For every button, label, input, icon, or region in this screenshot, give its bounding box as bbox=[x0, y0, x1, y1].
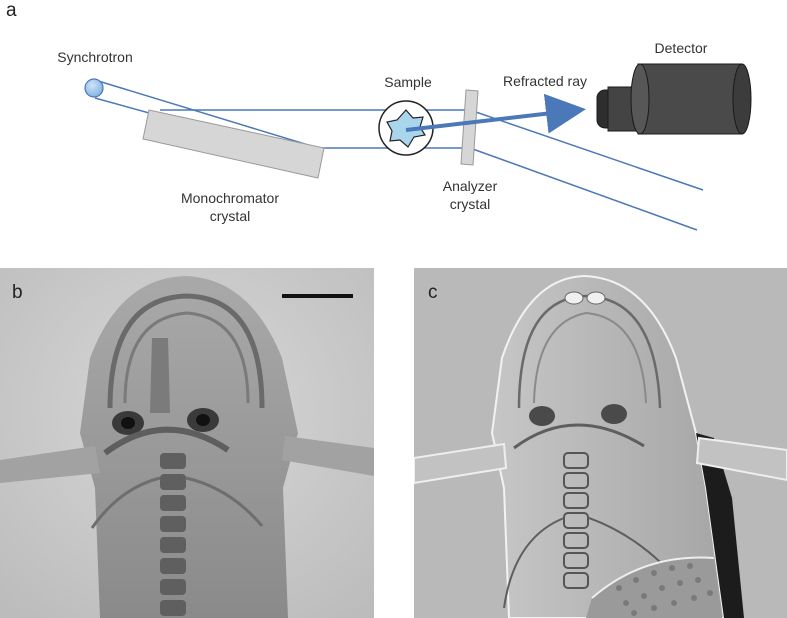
scale-bar bbox=[282, 294, 353, 298]
monochromator-crystal bbox=[142, 109, 325, 179]
beam-out-bottom bbox=[469, 147, 698, 231]
monochromator-label-line2: crystal bbox=[209, 208, 251, 224]
detector-icon bbox=[596, 63, 752, 135]
refracted-ray-label: Refracted ray bbox=[502, 73, 588, 89]
panel-label-c: c bbox=[428, 282, 438, 303]
sample-label: Sample bbox=[384, 74, 432, 90]
refracted-ray-arrow bbox=[405, 93, 586, 134]
analyzer-label-line2: crystal bbox=[449, 196, 491, 212]
beam-upper-in bbox=[94, 79, 319, 149]
synchrotron-label: Synchrotron bbox=[57, 49, 133, 65]
analyzer-crystal bbox=[460, 89, 479, 166]
analyzer-label-line1: Analyzer bbox=[442, 178, 498, 194]
xray-image-b bbox=[0, 268, 374, 618]
setup-diagram bbox=[84, 63, 752, 231]
monochromator-label-line1: Monochromator bbox=[180, 190, 280, 206]
detector-label: Detector bbox=[654, 40, 708, 56]
synchrotron-source bbox=[84, 78, 104, 98]
panel-label-b: b bbox=[12, 282, 23, 303]
panel-label-a: a bbox=[6, 0, 17, 21]
beam-out-top bbox=[469, 109, 704, 191]
xray-image-c bbox=[414, 268, 787, 618]
